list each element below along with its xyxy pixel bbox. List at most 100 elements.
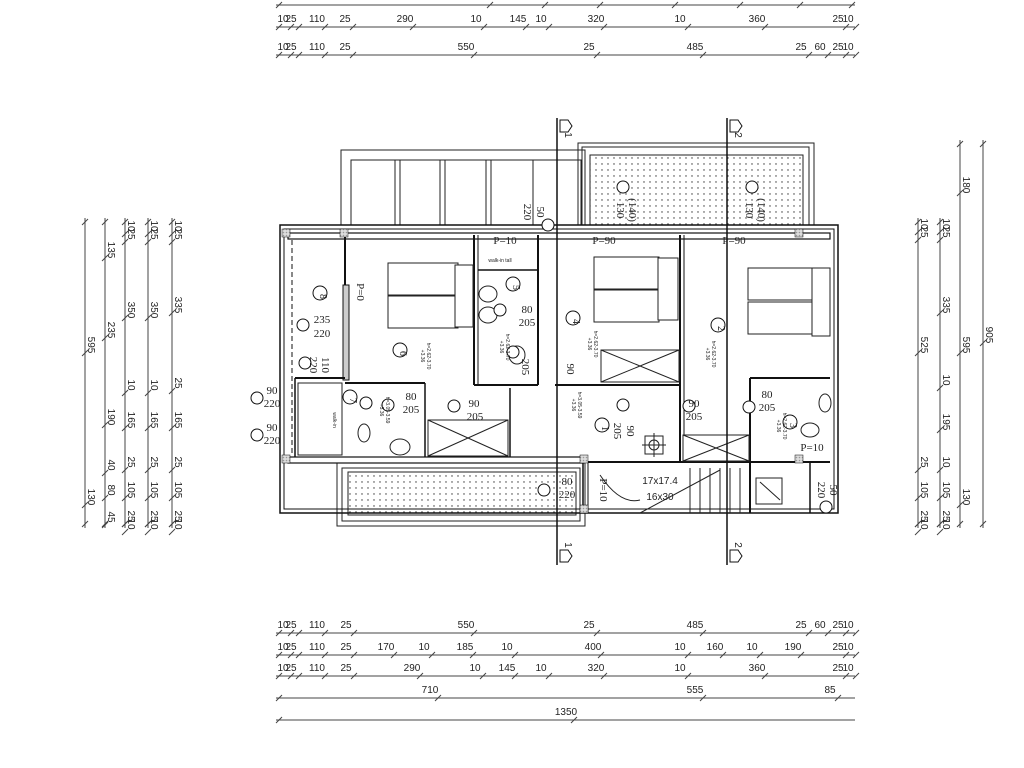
opening-marker — [745, 180, 759, 194]
dimension-line — [593, 629, 601, 637]
dimension-label: 595 — [960, 337, 971, 354]
dimension-label: 110 — [309, 14, 325, 25]
dimension-label: 10 — [674, 663, 686, 674]
section-label: 2 — [732, 132, 743, 138]
annotation-h7a: +3.36 — [378, 404, 384, 417]
dimension-line — [287, 629, 295, 637]
dimension-line — [699, 51, 707, 59]
dimension-line — [936, 228, 944, 236]
annotation-wtb: 220 — [559, 489, 576, 501]
dimension-label: 10 — [277, 620, 289, 631]
dimension-line — [936, 426, 944, 434]
dimension-label: 165 — [148, 412, 159, 429]
opening-marker — [742, 400, 756, 414]
dimension-line — [511, 651, 519, 659]
dimension-line — [596, 1, 604, 9]
dimension-line — [480, 23, 488, 31]
dimension-label: 25 — [148, 510, 159, 522]
dimension-line — [168, 238, 176, 246]
dimension-line — [805, 629, 813, 637]
dimension-line — [936, 218, 944, 226]
dimension-label: 85 — [824, 685, 836, 696]
dimension-label: 10 — [277, 42, 289, 53]
bed — [747, 301, 814, 335]
dimension-label: 25 — [339, 42, 351, 53]
dimension-label: 25 — [172, 228, 183, 240]
dimension-lines — [81, 1, 987, 724]
dimension-label: 10 — [918, 518, 929, 530]
dimension-line — [321, 629, 329, 637]
dimension-line — [852, 51, 860, 59]
annotation-w4b: 130 — [614, 202, 626, 219]
dimension-label: 25 — [832, 663, 844, 674]
dimension-label: 105 — [940, 482, 951, 499]
annotation-d1a: 90 — [267, 385, 279, 397]
dimension-label: 10 — [125, 379, 136, 391]
dimension-label: 10 — [148, 518, 159, 530]
dimension-line — [416, 672, 424, 680]
dimension-label: 25 — [340, 663, 352, 674]
dimension-line — [121, 314, 129, 322]
annotation-w8d: 220 — [307, 357, 319, 374]
annotation-d7a: 80 — [406, 391, 418, 403]
dimension-label: 105 — [172, 482, 183, 499]
opening-marker — [296, 318, 310, 332]
dimension-line — [275, 1, 283, 9]
annotation-d5b: 205 — [519, 317, 536, 329]
dimension-line — [287, 23, 295, 31]
dimension-label: 25 — [125, 510, 136, 522]
dimension-line — [796, 1, 804, 9]
room-number: 3 — [787, 423, 798, 428]
dimension-line — [824, 51, 832, 59]
annotation-d6b: 205 — [467, 411, 484, 423]
dimension-line — [842, 23, 850, 31]
dimension-line — [275, 672, 283, 680]
dimension-line — [295, 651, 303, 659]
dimension-line — [101, 254, 109, 262]
annotation-h7b: h=3.05-3.59 — [384, 397, 390, 424]
dimension-line — [956, 349, 964, 357]
dimension-label: 25 — [125, 228, 136, 240]
dimension-line — [350, 651, 358, 659]
dimension-label: 195 — [940, 414, 951, 431]
dimension-label: 25 — [832, 42, 844, 53]
dimension-label: 10 — [918, 218, 929, 230]
annotation-d4b: 90 — [564, 364, 576, 376]
dimension-line — [390, 651, 398, 659]
dimension-label: 290 — [397, 14, 414, 25]
dimension-label: 350 — [148, 302, 159, 319]
dimension-label: 165 — [125, 412, 136, 429]
dimension-line — [168, 230, 176, 238]
dimension-line — [805, 51, 813, 59]
bottom-terrace — [336, 462, 586, 527]
annotation-p10b: P=10 — [800, 442, 824, 454]
dimension-line — [936, 309, 944, 317]
dimension-label: 25 — [940, 510, 951, 522]
dimension-line — [699, 694, 707, 702]
room-number: 1 — [599, 426, 610, 431]
dimension-line — [144, 494, 152, 502]
dimension-line — [121, 218, 129, 226]
dimension-label: 185 — [457, 642, 474, 653]
dimension-label: 485 — [687, 620, 704, 631]
dimension-line — [81, 349, 89, 357]
dimension-label: 10 — [501, 642, 513, 653]
annotation-stair1: 17x17.4 — [642, 476, 678, 487]
room-number: 8 — [317, 294, 328, 299]
dimension-line — [144, 528, 152, 536]
bed — [747, 267, 814, 301]
annotation-d7b: 205 — [403, 404, 420, 416]
dimension-line — [684, 23, 692, 31]
dimension-label: 550 — [458, 42, 475, 53]
dimension-line — [121, 466, 129, 474]
dimension-line — [101, 521, 109, 529]
annotation-p90b: P=90 — [722, 235, 746, 247]
dimension-label: 190 — [105, 409, 116, 426]
dimension-label: 10 — [674, 642, 686, 653]
annotation-wbb: 220 — [521, 204, 533, 221]
dimension-label: 10 — [148, 220, 159, 232]
dimension-line — [797, 651, 805, 659]
dimension-line — [121, 389, 129, 397]
dimension-label: 105 — [125, 482, 136, 499]
dimension-label: 105 — [148, 482, 159, 499]
